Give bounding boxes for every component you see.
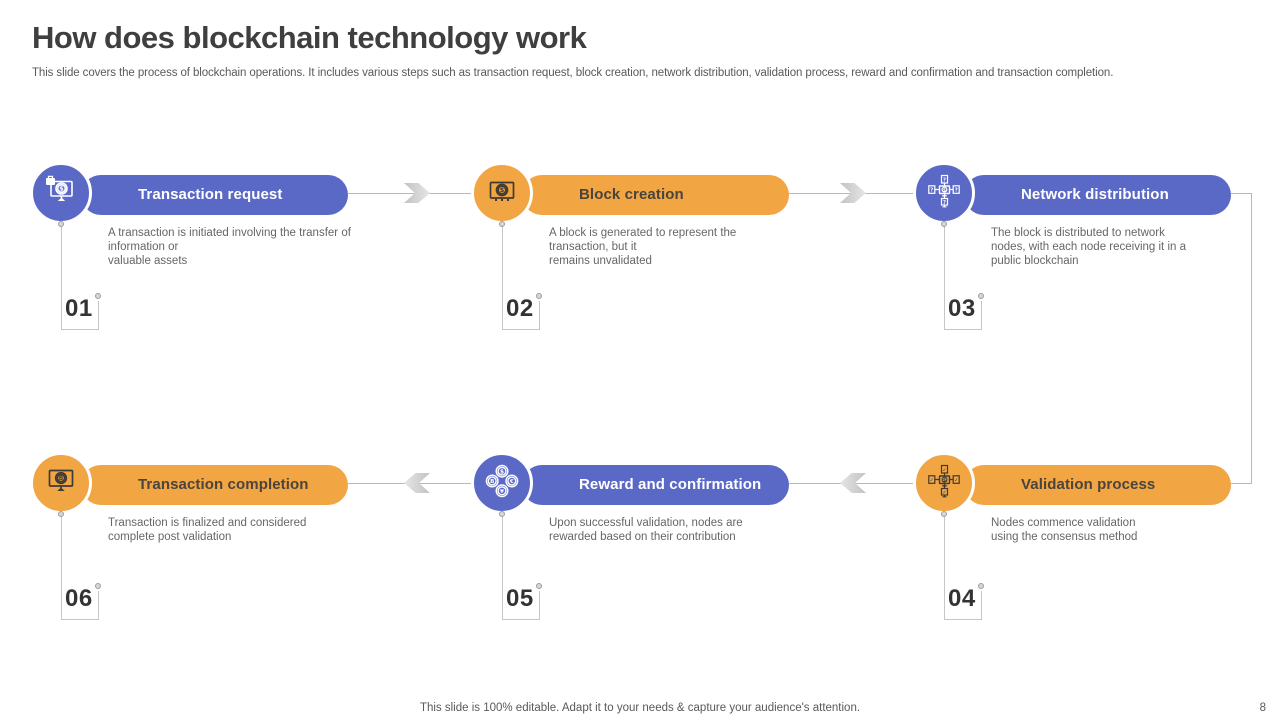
svg-text:✓: ✓ [930,477,934,483]
svg-text:?: ? [943,177,946,183]
number-bracket-line [98,591,99,620]
connector-dot [941,221,947,227]
connector-line [61,226,62,330]
number-bracket-line [981,301,982,330]
svg-text:B: B [490,479,494,485]
svg-text:✓: ✓ [942,467,946,473]
step-description: A transaction is initiated involving the… [108,227,351,267]
slide-subtitle: This slide covers the process of blockch… [32,67,1114,79]
step-title: Validation process [1021,476,1156,493]
number-bracket-line [61,619,99,620]
connector-dot [58,221,64,227]
step-pill: Block creation [522,175,789,215]
number-bracket-line [539,591,540,620]
connector-dot [941,511,947,517]
connector-dot [95,583,101,589]
arrow-right-icon [840,183,866,203]
svg-text:✓: ✓ [942,489,946,495]
number-bracket-line [98,301,99,330]
page-number: 8 [1259,702,1266,714]
step-pill: Transaction completion [81,465,348,505]
step-number: 01 [65,295,93,322]
connector-dot [95,293,101,299]
number-bracket-line [981,591,982,620]
svg-text:$: $ [500,186,505,194]
connector-dot [536,293,542,299]
step-title: Network distribution [1021,186,1169,203]
step-pill: Validation process [964,465,1231,505]
step-description: Upon successful validation, nodes are re… [549,517,743,543]
connector-dot [536,583,542,589]
step-number: 05 [506,585,534,612]
monitor-bitcoin-icon: B [43,463,79,504]
step-number: 04 [948,585,976,612]
step-description: Nodes commence validation using the cons… [991,517,1138,543]
network-nodes-question-icon: ? ? ? ? $ [926,173,962,214]
footer-note: This slide is 100% editable. Adapt it to… [419,702,861,714]
connector-dot [499,221,505,227]
step-title: Transaction request [138,186,283,203]
svg-text:$: $ [500,468,504,475]
step-number: 06 [65,585,93,612]
currency-coins-icon: $ B € ¥ [484,463,520,504]
step-description: The block is distributed to network node… [991,227,1186,267]
step-06-transaction-completion: Transaction completion B Transaction is … [30,452,371,633]
flow-line-01-02 [348,193,472,194]
svg-text:?: ? [943,199,946,205]
svg-text:$: $ [943,477,946,482]
flow-line-03-04 [1251,193,1252,484]
step-icon-badge: $ [471,162,533,224]
step-description: A block is generated to represent the tr… [549,227,737,267]
step-icon-badge: $ [30,162,92,224]
connector-dot [499,511,505,517]
arrow-right-icon [404,183,430,203]
step-icon-badge: B [30,452,92,514]
step-title: Block creation [579,186,684,203]
step-number: 02 [506,295,534,322]
number-bracket-line [502,329,540,330]
connector-line [502,226,503,330]
step-pill: Transaction request [81,175,348,215]
step-icon-badge: $ B € ¥ [471,452,533,514]
svg-text:?: ? [955,187,958,193]
connector-line [502,516,503,620]
flow-line-03-04 [1231,193,1252,194]
svg-text:$: $ [943,187,946,192]
connector-dot [978,293,984,299]
network-nodes-check-icon: ✓ ✓ ✓ ✓ $ [926,463,962,504]
step-title: Reward and confirmation [579,476,762,493]
connector-line [61,516,62,620]
number-bracket-line [944,329,982,330]
step-05-reward-confirmation: Reward and confirmation $ B € ¥ Upo [471,452,812,633]
svg-text:¥: ¥ [500,489,504,495]
connector-dot [58,511,64,517]
svg-text:$: $ [59,184,64,192]
svg-text:€: € [509,479,514,485]
number-bracket-line [502,619,540,620]
step-01-transaction-request: Transaction request $ A transact [30,162,371,343]
step-icon-badge: ? ? ? ? $ [913,162,975,224]
step-03-network-distribution: Network distribution ? [913,162,1254,343]
number-bracket-line [944,619,982,620]
step-description: Transaction is finalized and considered … [108,517,307,543]
svg-text:✓: ✓ [954,477,958,483]
connector-line [944,516,945,620]
step-pill: Network distribution [964,175,1231,215]
step-number: 03 [948,295,976,322]
connector-dot [978,583,984,589]
step-title: Transaction completion [138,476,309,493]
step-pill: Reward and confirmation [522,465,789,505]
step-02-block-creation: Block creation $ A block is generated to… [471,162,812,343]
number-bracket-line [539,301,540,330]
page-title: How does blockchain technology work [32,20,587,55]
monitor-dollar-briefcase-icon: $ [43,173,79,214]
connector-line [944,226,945,330]
number-bracket-line [61,329,99,330]
monitor-dollar-icon: $ [484,173,520,214]
flow-line-03-04 [1231,483,1252,484]
svg-text:B: B [59,475,64,482]
step-04-validation-process: Validation process ✓ [913,452,1254,633]
svg-text:?: ? [930,187,933,193]
step-icon-badge: ✓ ✓ ✓ ✓ $ [913,452,975,514]
